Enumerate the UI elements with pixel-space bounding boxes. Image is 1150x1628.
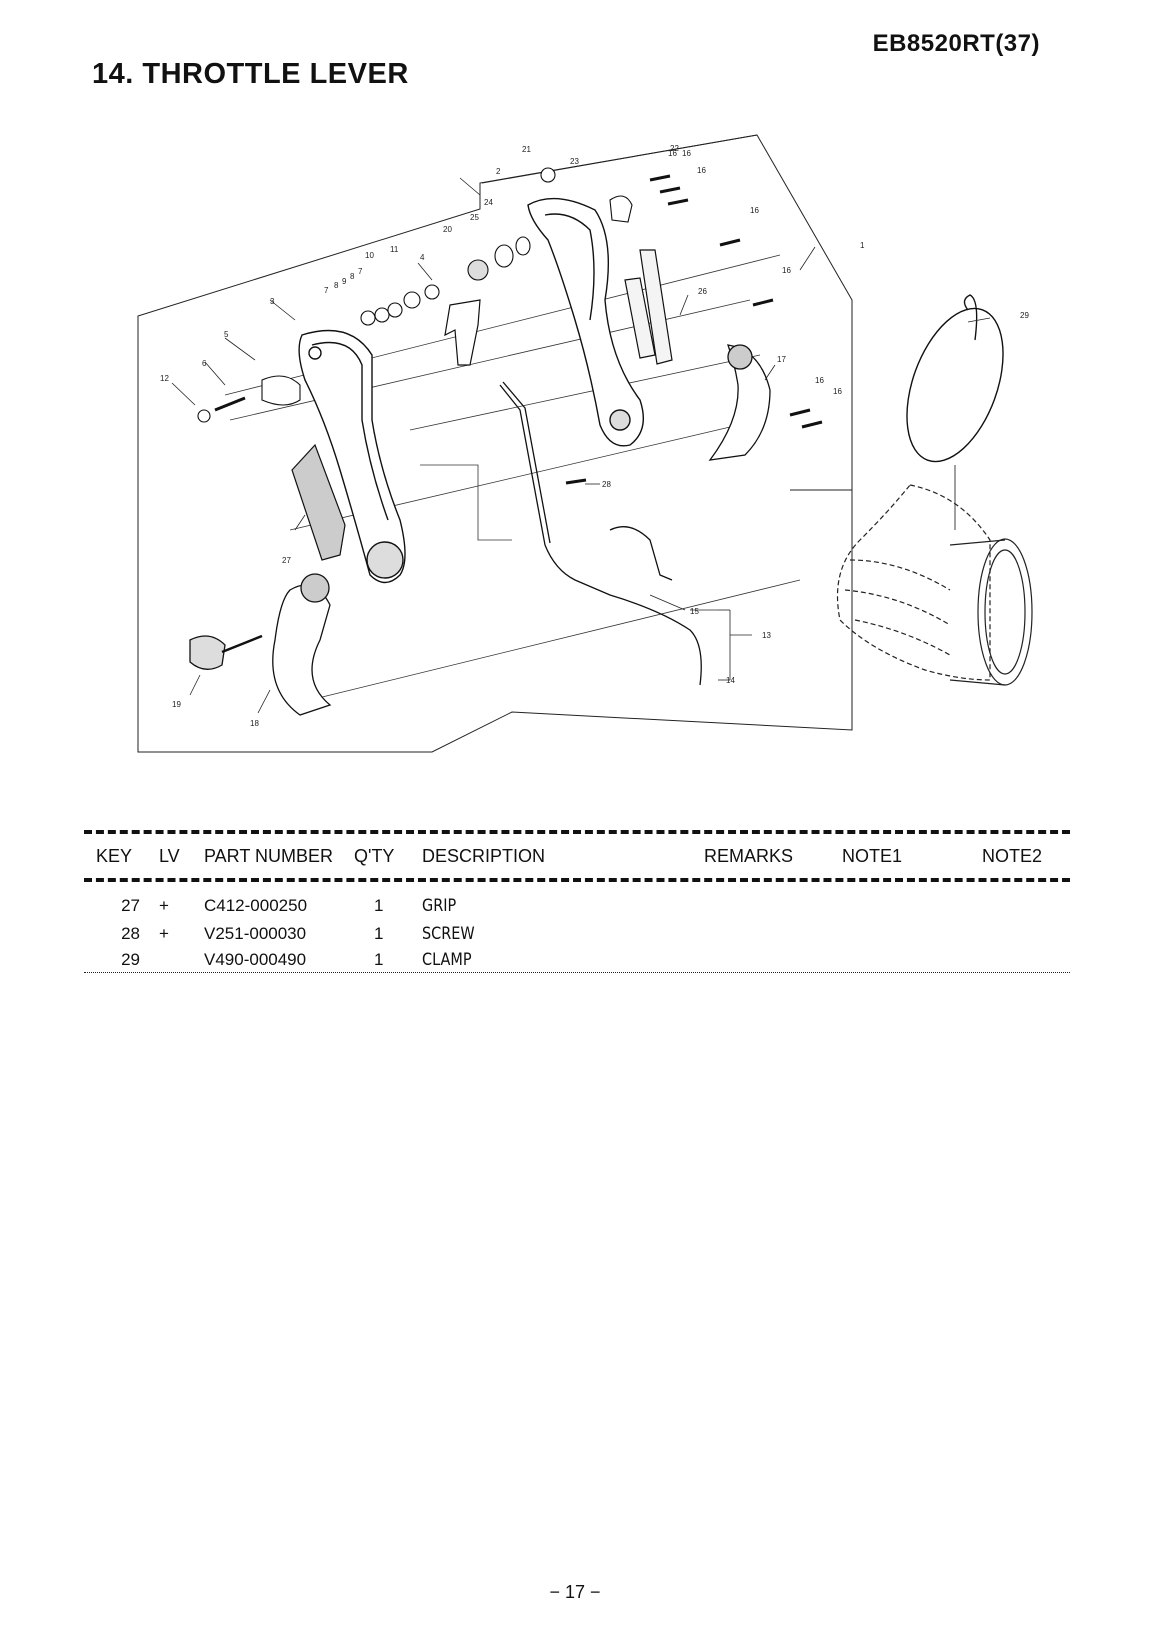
callout-8a: 8 — [334, 281, 339, 290]
callout-numbers: 1 2 3 4 5 6 7 8 9 7 8 10 11 12 13 14 15 … — [160, 144, 1029, 728]
row-description: CLAMP — [422, 950, 472, 970]
handle-left-half — [298, 329, 406, 584]
callout-18: 18 — [250, 719, 259, 728]
grip-part — [291, 443, 346, 561]
header-description: DESCRIPTION — [422, 846, 546, 866]
callout-16f: 16 — [833, 387, 842, 396]
row-qty: 1 — [374, 924, 384, 943]
callout-5: 5 — [224, 330, 229, 339]
bracket-right — [708, 344, 771, 461]
callout-10: 10 — [365, 251, 374, 260]
model-number: EB8520RT(37) — [872, 30, 1040, 57]
flex-hose — [836, 484, 1033, 686]
callout-16e: 16 — [815, 376, 824, 385]
throttle-cable — [499, 381, 702, 686]
table-row: 27 + C412-000250 1 GRIP — [84, 892, 1070, 920]
table-top-rule — [84, 830, 1070, 834]
callout-20: 20 — [443, 225, 452, 234]
callout-7b: 7 — [358, 267, 363, 276]
frame-inner-step — [481, 134, 758, 184]
callout-16g: 16 — [668, 149, 677, 158]
callout-2: 2 — [496, 167, 501, 176]
callout-29: 29 — [1020, 311, 1029, 320]
row-description: GRIP — [422, 896, 457, 916]
knob-part — [189, 634, 263, 670]
callout-4: 4 — [420, 253, 425, 262]
table-row: 29 V490-000490 1 CLAMP — [84, 948, 1070, 972]
row-part-number: V251-000030 — [204, 924, 307, 943]
callout-16b: 16 — [697, 166, 706, 175]
section-title: 14. THROTTLE LEVER — [92, 58, 409, 90]
header-lv: LV — [159, 846, 180, 866]
row-lv: + — [159, 896, 169, 915]
callout-21: 21 — [522, 145, 531, 154]
callout-11: 11 — [390, 245, 399, 254]
parts-table: KEY LV PART NUMBER Q'TY DESCRIPTION REMA… — [84, 830, 1070, 973]
row-lv: + — [159, 924, 169, 943]
handle-right-half — [527, 197, 644, 447]
table-header-rule — [84, 878, 1070, 882]
callout-8b: 8 — [350, 272, 355, 281]
callout-1: 1 — [860, 241, 865, 250]
callout-15: 15 — [690, 607, 699, 616]
row-qty: 1 — [374, 950, 384, 969]
header-qty: Q'TY — [354, 846, 395, 866]
header-note1: NOTE1 — [842, 846, 903, 866]
clamp-ring — [906, 294, 1004, 530]
trigger-part — [444, 299, 481, 366]
table-bottom-rule — [84, 972, 1070, 973]
exploded-parts-diagram: 1 2 3 4 5 6 7 8 9 7 8 10 11 12 13 14 15 … — [137, 134, 1033, 753]
page-number: − 17 − — [549, 1582, 601, 1602]
callout-14: 14 — [726, 676, 735, 685]
callout-28: 28 — [602, 480, 611, 489]
callout-23: 23 — [570, 157, 579, 166]
header-note2: NOTE2 — [982, 846, 1043, 866]
row-key: 27 — [121, 896, 140, 915]
callout-17: 17 — [777, 355, 786, 364]
header-part-number: PART NUMBER — [204, 846, 334, 866]
callout-24: 24 — [484, 198, 493, 207]
row-key: 28 — [121, 924, 140, 943]
bracket-lower — [272, 573, 332, 716]
table-header-row: KEY LV PART NUMBER Q'TY DESCRIPTION REMA… — [84, 834, 1070, 878]
row-qty: 1 — [374, 896, 384, 915]
row-part-number: V490-000490 — [204, 950, 307, 969]
table-row: 28 + V251-000030 1 SCREW — [84, 920, 1070, 948]
callout-19: 19 — [172, 700, 181, 709]
callout-13: 13 — [762, 631, 771, 640]
small-parts — [197, 167, 823, 485]
callout-12: 12 — [160, 374, 169, 383]
callout-26: 26 — [698, 287, 707, 296]
callout-25: 25 — [470, 213, 479, 222]
row-description: SCREW — [422, 924, 475, 944]
callout-9: 9 — [342, 277, 347, 286]
callout-7a: 7 — [324, 286, 329, 295]
callout-16d: 16 — [782, 266, 791, 275]
callout-3: 3 — [270, 297, 275, 306]
row-key: 29 — [121, 950, 140, 969]
callout-16c: 16 — [750, 206, 759, 215]
header-key: KEY — [96, 846, 133, 866]
strap-plate — [624, 249, 673, 365]
diagram-frame — [137, 134, 853, 753]
header-remarks: REMARKS — [704, 846, 794, 866]
callout-27: 27 — [282, 556, 291, 565]
callout-6: 6 — [202, 359, 207, 368]
callout-22: 22 — [670, 144, 679, 153]
callout-16a: 16 — [682, 149, 691, 158]
row-part-number: C412-000250 — [204, 896, 308, 915]
leader-lines — [171, 177, 991, 714]
